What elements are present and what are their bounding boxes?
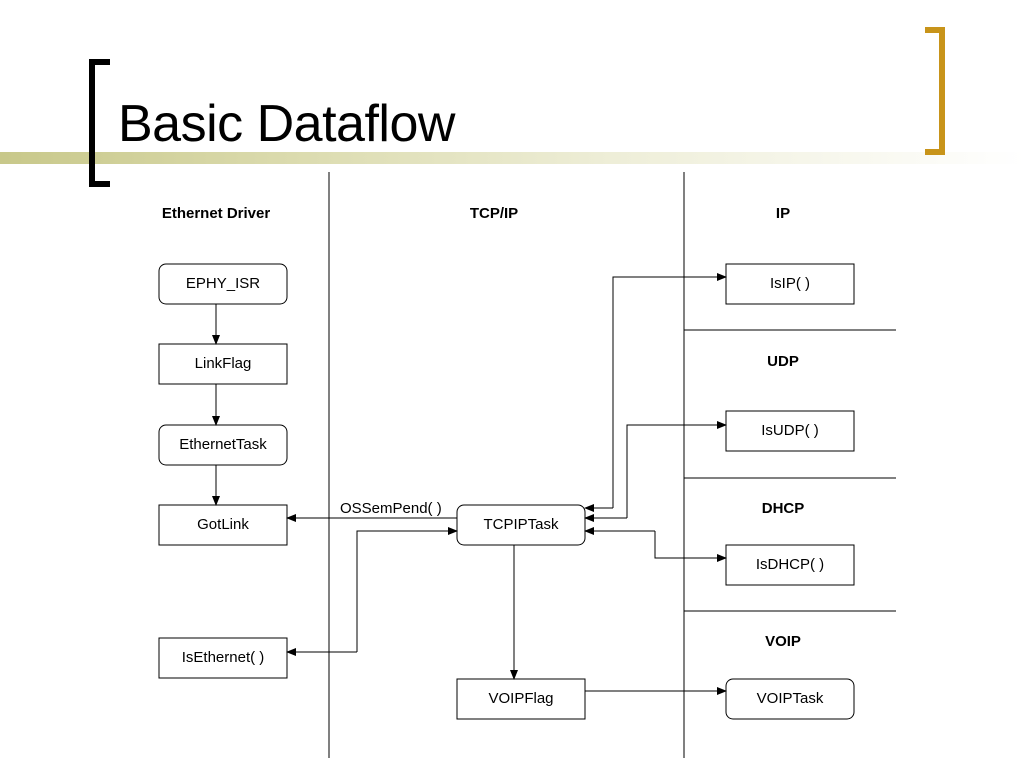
edge-tcpiptask-to-isip (612, 273, 727, 508)
node-isethernet (158, 637, 288, 679)
node-ephy-isr (158, 263, 288, 305)
node-isudp (725, 410, 855, 452)
node-gotlink-label: GotLink (197, 516, 249, 533)
node-isethernet-label: IsEthernet( ) (182, 649, 265, 666)
header-ethernet-driver: Ethernet Driver (162, 205, 271, 222)
node-voiptask-label: VOIPTask (757, 690, 824, 707)
header-ip: IP (776, 205, 790, 222)
node-voipflag-label: VOIPFlag (488, 690, 553, 707)
header-voip: VOIP (765, 633, 801, 650)
node-isdhcp (725, 544, 855, 586)
node-linkflag-label: LinkFlag (195, 355, 252, 372)
node-ethernettask-label: EthernetTask (179, 436, 267, 453)
node-tcpiptask-label: TCPIPTask (483, 516, 559, 533)
node-ethernettask (158, 424, 288, 466)
edge-isethernet-to-tcpiptask (356, 527, 458, 652)
header-tcpip: TCP/IP (470, 205, 518, 222)
node-isip (725, 263, 855, 305)
node-ephy-isr-label: EPHY_ISR (186, 275, 260, 292)
node-tcpiptask (456, 504, 586, 546)
node-isip-label: IsIP( ) (770, 275, 810, 292)
left-bracket-icon (89, 59, 110, 187)
node-isudp-label: IsUDP( ) (761, 422, 819, 439)
slide-title: Basic Dataflow (118, 95, 455, 153)
node-linkflag (158, 343, 288, 385)
edge-ossempend-label: OSSemPend( ) (340, 500, 442, 517)
edge-tcpiptask-to-isdhcp (654, 531, 727, 562)
header-udp: UDP (767, 353, 799, 370)
node-isdhcp-label: IsDHCP( ) (756, 556, 824, 573)
edge-tcpiptask-to-isudp (626, 421, 727, 518)
node-voiptask (725, 678, 855, 720)
node-gotlink (158, 504, 288, 546)
header-dhcp: DHCP (762, 500, 805, 517)
right-bracket-icon (925, 27, 945, 155)
node-voipflag (456, 678, 586, 720)
title-underline-band (0, 152, 1024, 164)
